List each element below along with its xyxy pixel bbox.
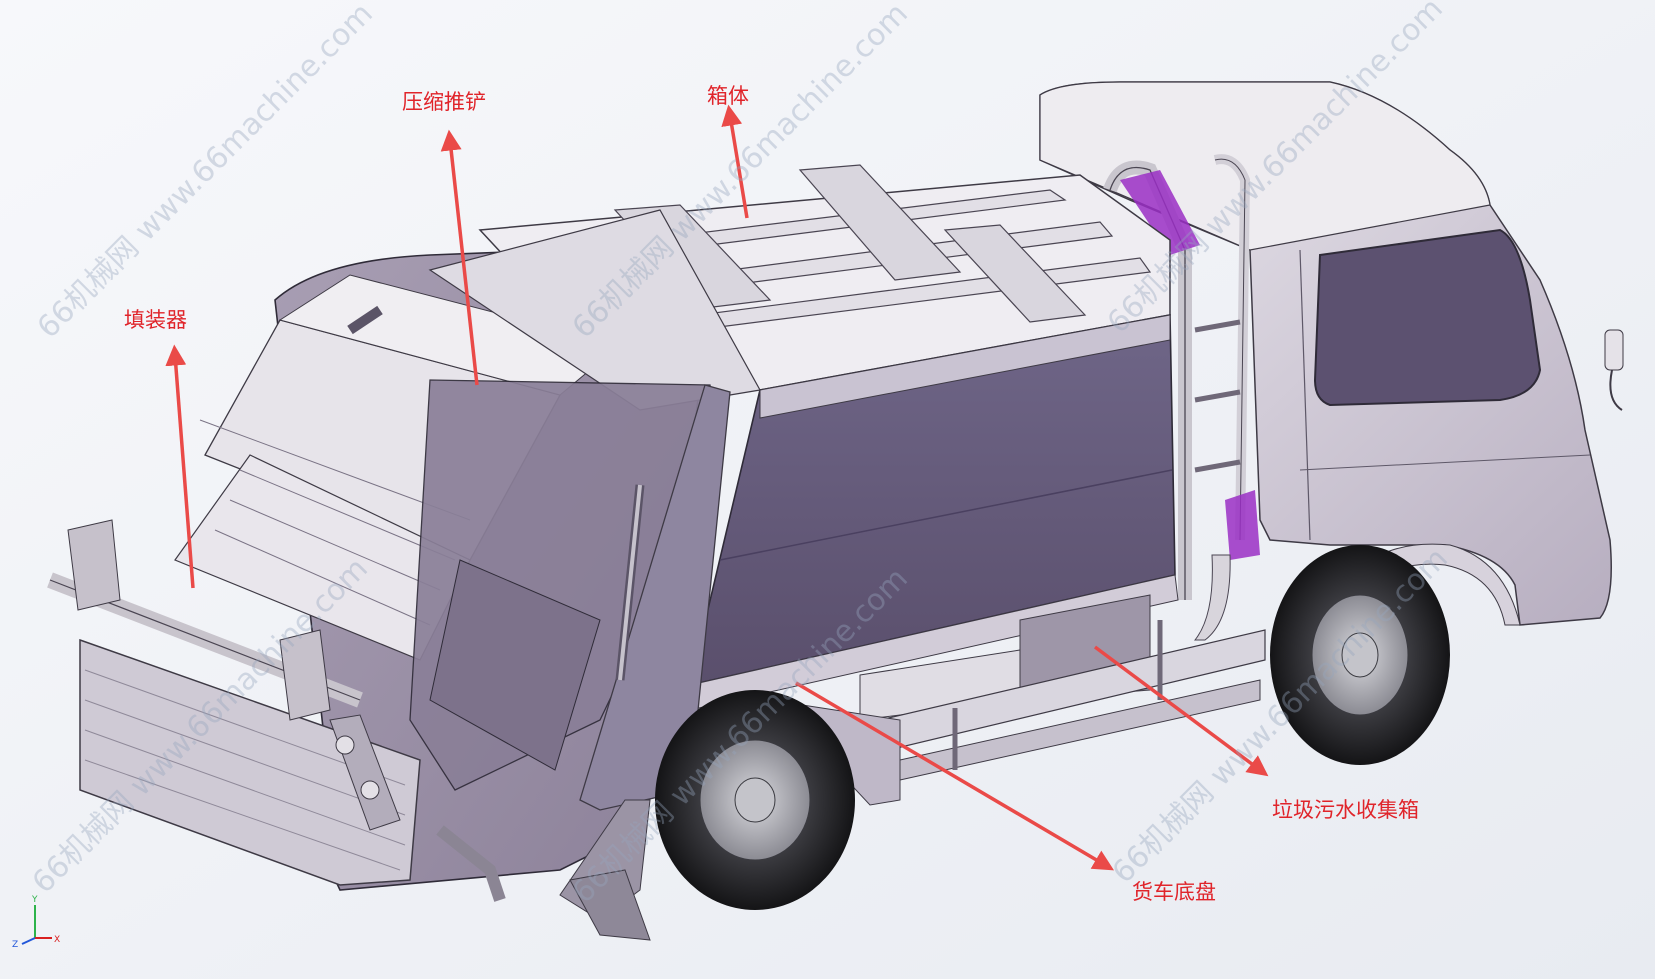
axis-x-label: X [54,935,60,945]
label-box-body: 箱体 [707,84,749,108]
purple-duct [1120,170,1200,255]
arrow-chassis [795,681,1115,871]
front-wheel [1270,545,1450,765]
arrow-compress-plate [440,129,479,386]
mud-flap [569,869,651,941]
axis-y-label: Y [31,895,38,905]
cab-window [1313,228,1542,407]
coordinate-triad: Y X Z [12,895,60,950]
label-chassis: 货车底盘 [1132,880,1216,904]
cab-door-line [1299,249,1311,541]
arrow-sewage-tank [1093,645,1269,777]
filler [79,209,761,921]
arrow-box-body [721,104,749,219]
axis-z-label: Z [12,940,18,950]
rear-lifter [47,519,401,831]
arrow-filler [165,344,195,589]
callout-arrows [165,104,1269,871]
label-filler: 填装器 [124,308,187,332]
label-compress-plate: 压缩推铲 [402,90,486,114]
label-sewage-tank: 垃圾污水收集箱 [1272,798,1419,822]
rear-wheel [655,690,855,910]
ladder-and-pipe [1103,154,1260,641]
side-mirror [1604,329,1624,371]
